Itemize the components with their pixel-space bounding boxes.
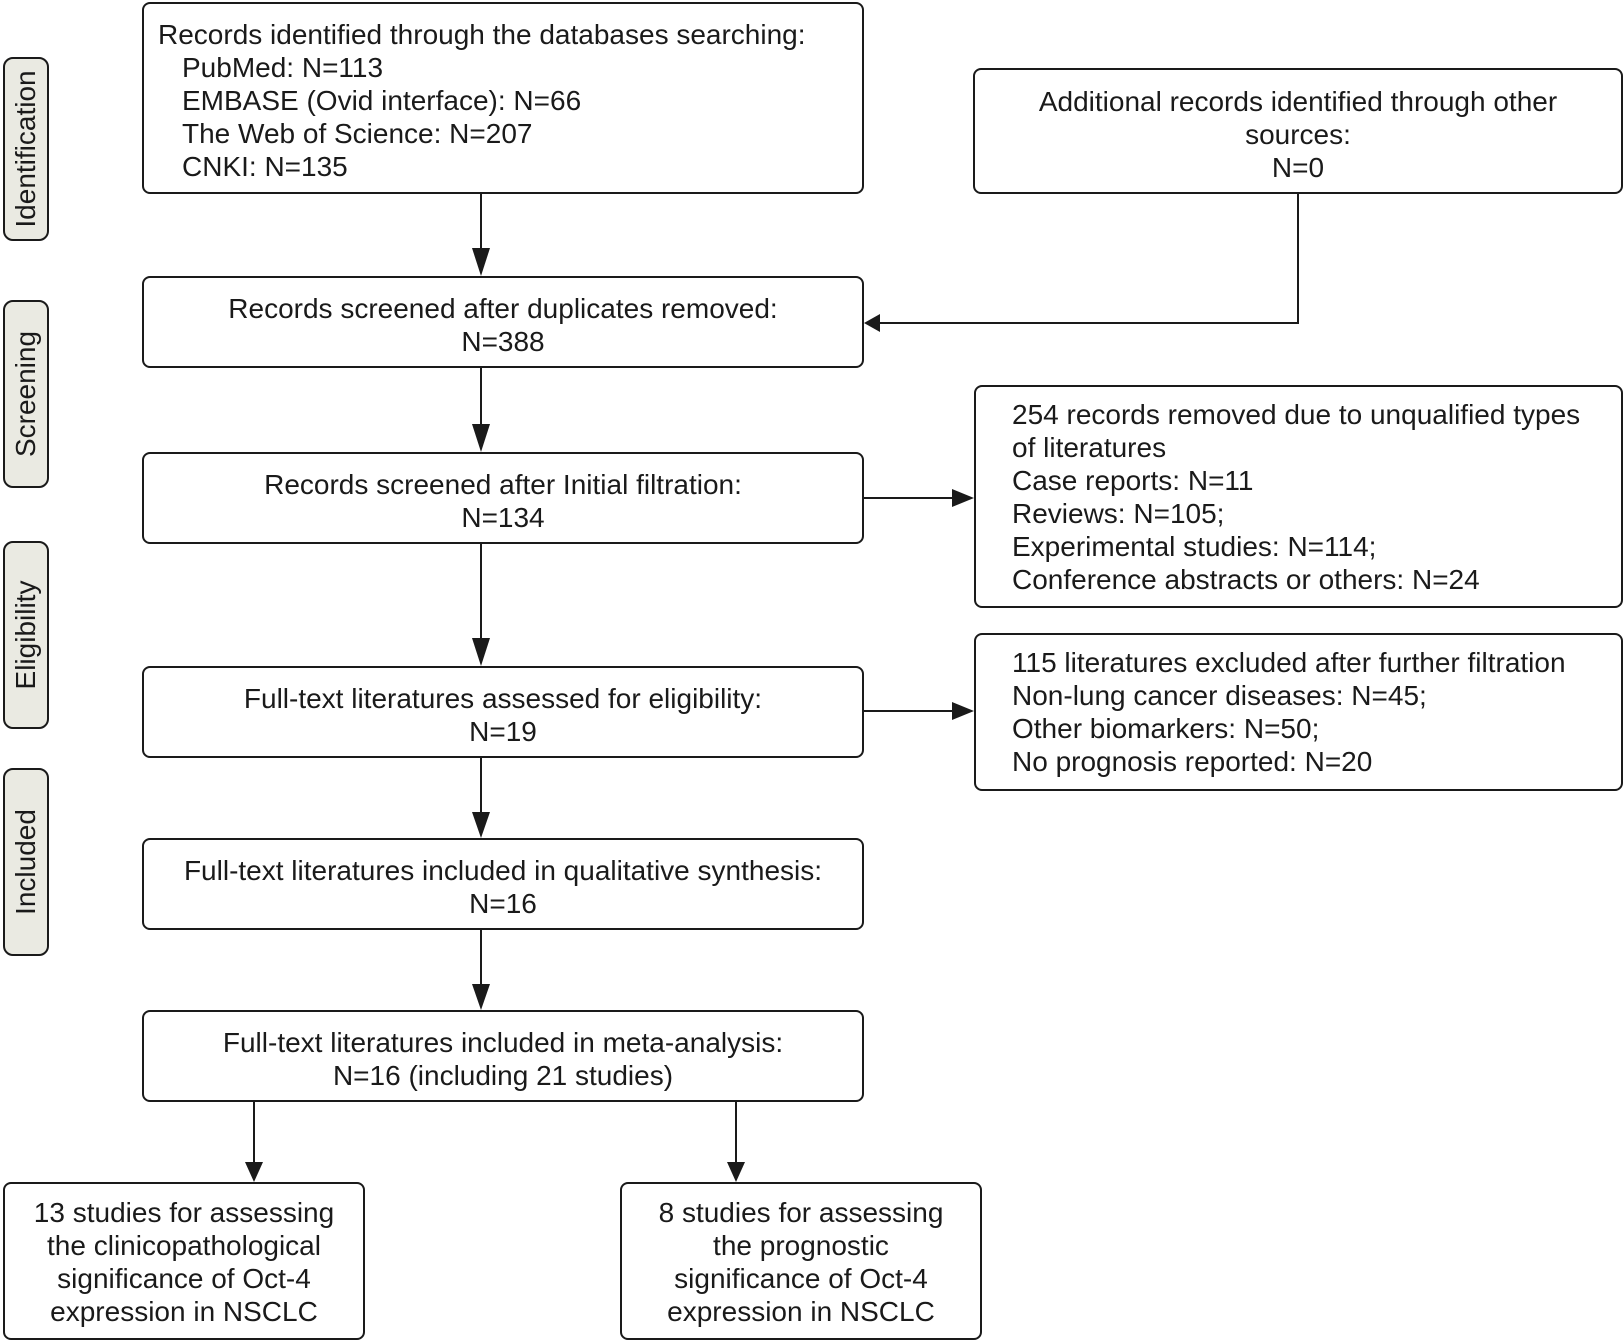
meta-analysis-title: Full-text literatures included in meta-a… [222, 1027, 784, 1058]
clinicopathological-line-4: expression in NSCLC [50, 1296, 318, 1327]
stage-identification: Identification [3, 57, 49, 241]
box-qualitative: Full-text literatures included in qualit… [142, 838, 864, 930]
qualitative-count: N=16 [469, 888, 537, 919]
removed-types-conference: Conference abstracts or others: N=24 [1012, 564, 1480, 595]
prognostic-line-2: the prognostic [713, 1230, 889, 1261]
removed-types-line-2: of literatures [1012, 432, 1167, 463]
arrowhead-clinicopathological [245, 1162, 263, 1182]
clinicopathological-line-1: 13 studies for assessing [33, 1197, 335, 1228]
box-prognostic: 8 studies for assessing the prognostic s… [620, 1182, 982, 1340]
fulltext-assessed-count: N=19 [469, 716, 537, 747]
box-after-initial: Records screened after Initial filtratio… [142, 452, 864, 544]
after-duplicates-count: N=388 [461, 326, 545, 357]
after-initial-count: N=134 [461, 502, 545, 533]
arrowhead-qualitative [472, 812, 490, 838]
prognostic-line-4: expression in NSCLC [667, 1296, 935, 1327]
removed-types-reviews: Reviews: N=105; [1012, 498, 1225, 529]
arrowhead-excluded [952, 702, 974, 720]
stage-screening: Screening [3, 300, 49, 488]
after-duplicates-title: Records screened after duplicates remove… [228, 293, 778, 324]
databases-embase: EMBASE (Ovid interface): N=66 [182, 85, 582, 116]
box-meta-analysis: Full-text literatures included in meta-a… [142, 1010, 864, 1102]
removed-types-case-reports: Case reports: N=11 [1012, 465, 1254, 496]
prognostic-line-3: significance of Oct-4 [674, 1263, 928, 1294]
other-sources-line-3: N=0 [1271, 152, 1325, 183]
box-databases: Records identified through the databases… [142, 2, 864, 194]
arrowhead-duplicates [472, 248, 490, 276]
databases-cnki: CNKI: N=135 [182, 151, 348, 182]
meta-analysis-count: N=16 (including 21 studies) [332, 1060, 674, 1091]
clinicopathological-line-2: the clinicopathological [47, 1230, 321, 1261]
after-initial-title: Records screened after Initial filtratio… [264, 469, 742, 500]
box-removed-types: 254 records removed due to unqualified t… [974, 385, 1623, 608]
stage-eligibility: Eligibility [3, 541, 49, 729]
excluded-further-nonlung: Non-lung cancer diseases: N=45; [1012, 680, 1427, 711]
removed-types-experimental: Experimental studies: N=114; [1012, 531, 1377, 562]
other-sources-line-2: sources: [1245, 119, 1351, 150]
arrowhead-prognostic [727, 1162, 745, 1182]
box-clinicopathological: 13 studies for assessing the clinicopath… [3, 1182, 365, 1340]
arrowhead-removed [952, 489, 974, 507]
arrowhead-other [864, 314, 880, 332]
databases-title: Records identified through the databases… [158, 19, 806, 50]
box-other-sources: Additional records identified through ot… [973, 68, 1623, 194]
box-excluded-further: 115 literatures excluded after further f… [974, 633, 1623, 791]
stage-included: Included [3, 768, 49, 956]
box-after-duplicates: Records screened after duplicates remove… [142, 276, 864, 368]
databases-pubmed: PubMed: N=113 [182, 52, 384, 83]
excluded-further-no-prognosis: No prognosis reported: N=20 [1012, 746, 1373, 777]
arrowhead-assessed [472, 638, 490, 666]
excluded-further-biomarkers: Other biomarkers: N=50; [1012, 713, 1320, 744]
other-sources-line-1: Additional records identified through ot… [1038, 86, 1558, 117]
arrow-other-to-duplicates [880, 194, 1299, 324]
prognostic-line-1: 8 studies for assessing [658, 1197, 944, 1228]
qualitative-title: Full-text literatures included in qualit… [183, 855, 823, 886]
clinicopathological-line-3: significance of Oct-4 [57, 1263, 311, 1294]
arrowhead-initial [472, 424, 490, 452]
box-fulltext-assessed: Full-text literatures assessed for eligi… [142, 666, 864, 758]
removed-types-line-1: 254 records removed due to unqualified t… [1012, 399, 1581, 430]
arrowhead-meta [472, 984, 490, 1010]
fulltext-assessed-title: Full-text literatures assessed for eligi… [243, 683, 763, 714]
databases-wos: The Web of Science: N=207 [182, 118, 533, 149]
excluded-further-title: 115 literatures excluded after further f… [1012, 647, 1566, 678]
